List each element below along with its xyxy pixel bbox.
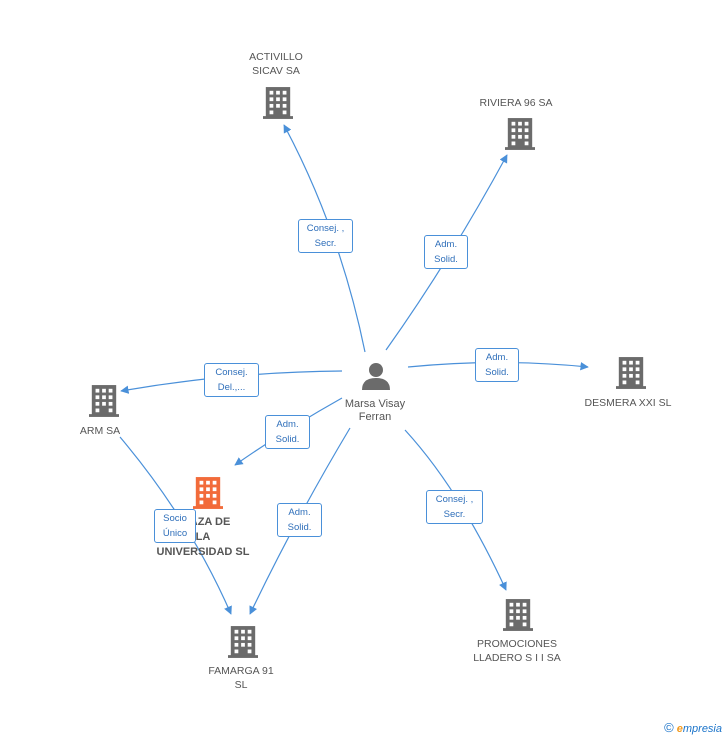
- person-label-line: Ferran: [358, 411, 392, 423]
- empresia-footer[interactable]: ©empresia: [664, 720, 722, 735]
- node-label-activillo[interactable]: ACTIVILLO SICAV SA: [238, 50, 314, 78]
- edge-label-line: Solid.: [287, 522, 312, 533]
- node-label-line: ACTIVILLO: [249, 51, 303, 63]
- edge-label-line: Socio: [163, 513, 187, 524]
- edge-label-line: Consej. ,: [306, 223, 345, 234]
- edge-label-activillo[interactable]: Consej. , Secr.: [298, 219, 353, 253]
- edge-label-line: Solid.: [275, 434, 300, 445]
- edge-label-plaza[interactable]: Adm. Solid.: [265, 415, 310, 449]
- node-label-line: UNIVERSIDAD SL: [156, 546, 250, 558]
- edge-label-riviera[interactable]: Adm. Solid.: [424, 235, 468, 269]
- edge-label-line: Adm.: [288, 507, 311, 518]
- edge-label-line: Único: [162, 528, 188, 539]
- edge-label-line: Solid.: [434, 254, 458, 265]
- building-icon-arm: [89, 385, 119, 417]
- node-label-line: SL: [234, 679, 248, 691]
- edge-label-line: Consej.: [215, 367, 248, 378]
- edge-label-line: Adm.: [276, 419, 299, 430]
- empresia-logo-initial: e: [676, 723, 683, 735]
- edge-label-promociones[interactable]: Consej. , Secr.: [426, 490, 483, 524]
- node-label-famarga[interactable]: FAMARGA 91 SL: [200, 664, 282, 692]
- person-icon: [362, 363, 390, 390]
- node-label-desmera[interactable]: DESMERA XXI SL: [578, 396, 678, 410]
- person-label[interactable]: Marsa Visay Ferran: [330, 398, 420, 424]
- node-label-line: LLADERO S I I SA: [473, 652, 561, 664]
- edge-label-desmera[interactable]: Adm. Solid.: [475, 348, 519, 382]
- edge-label-line: Secr.: [443, 509, 466, 520]
- node-label-line: DESMERA XXI SL: [584, 397, 672, 409]
- node-label-riviera[interactable]: RIVIERA 96 SA: [470, 96, 562, 110]
- edge-label-line: Solid.: [485, 367, 509, 378]
- building-icon-activillo: [263, 87, 293, 119]
- node-label-line: LA: [195, 531, 211, 543]
- building-icon-promociones: [503, 599, 533, 631]
- edge-label-arm[interactable]: Consej. Del.,...: [204, 363, 259, 397]
- building-icon-desmera: [616, 357, 646, 389]
- person-label-line: Marsa Visay: [344, 398, 406, 410]
- edge-label-line: Adm.: [434, 239, 458, 250]
- node-label-arm[interactable]: ARM SA: [70, 424, 130, 438]
- building-icon-plaza: [193, 477, 223, 509]
- edge-label-famarga[interactable]: Adm. Solid.: [277, 503, 322, 537]
- building-icon-famarga: [228, 626, 258, 658]
- edge-label-arm-famarga[interactable]: Socio Único: [154, 509, 196, 543]
- edge-label-line: Secr.: [314, 238, 337, 249]
- node-label-line: ARM SA: [79, 425, 121, 437]
- copyright-icon: ©: [664, 720, 674, 735]
- node-label-line: PROMOCIONES: [477, 638, 557, 650]
- node-label-line: FAMARGA 91: [208, 665, 274, 677]
- edge-label-line: Del.,...: [217, 382, 246, 393]
- node-label-promociones[interactable]: PROMOCIONES LLADERO S I I SA: [462, 637, 572, 665]
- edge-label-line: Consej. ,: [435, 494, 474, 505]
- building-icon-riviera: [505, 118, 535, 150]
- node-label-line: SICAV SA: [252, 65, 300, 77]
- edge-label-line: Adm.: [485, 352, 509, 363]
- node-label-line: RIVIERA 96 SA: [479, 97, 553, 109]
- empresia-logo-text: mpresia: [682, 723, 722, 735]
